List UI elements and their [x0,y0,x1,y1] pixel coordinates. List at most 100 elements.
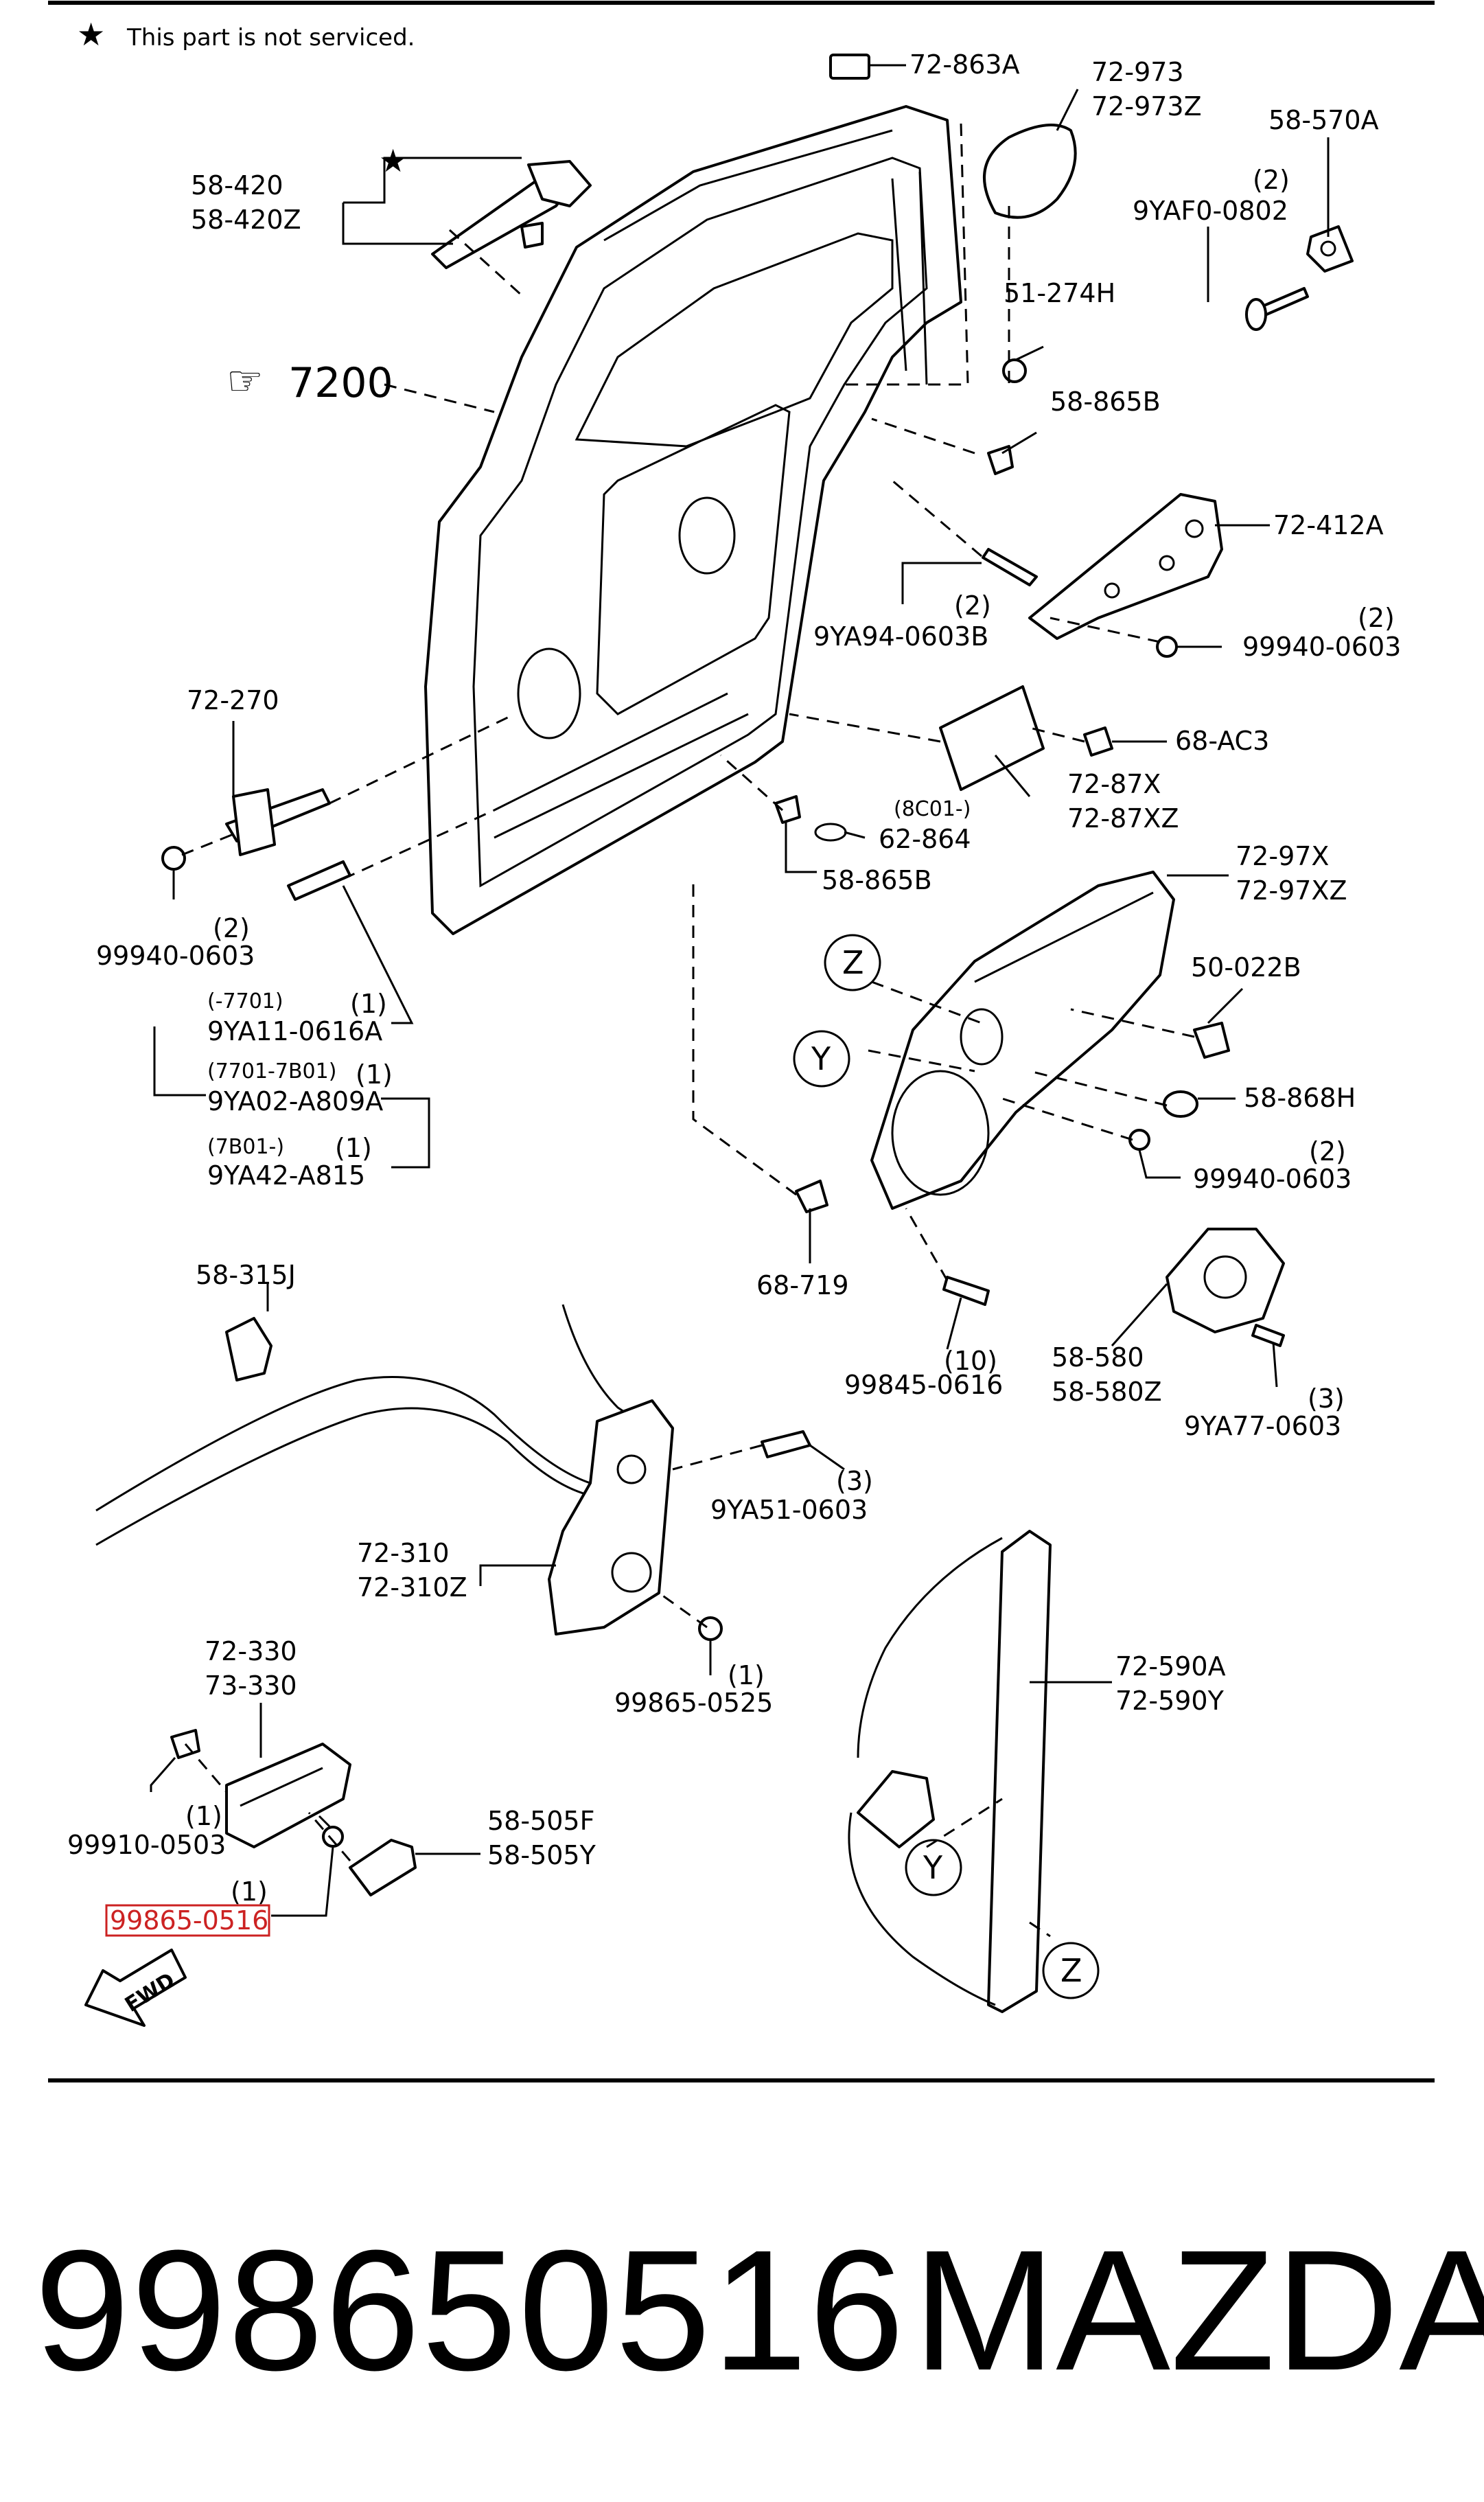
label-72-973: 72-973 [1091,57,1184,87]
label-9YA77-0603: 9YA77-0603 [1184,1411,1341,1441]
label-99940-0603-b: 99940-0603 [96,941,255,971]
mark-y-lower: Y [905,1839,962,1896]
label-58-505Y: 58-505Y [487,1840,596,1870]
leader-lines [150,64,1330,1917]
label-58-868H: 58-868H [1244,1083,1356,1113]
legend-star-icon: ★ [77,16,105,53]
ref-7200-line [384,383,495,413]
label-58-505F: 58-505F [487,1806,594,1836]
label-58-580: 58-580 [1052,1342,1144,1373]
label-7200: 7200 [288,359,393,407]
part-9YA51-bolt [761,1430,811,1458]
part-9YA94-bolt [982,548,1038,586]
label-9YA42-A815: 9YA42-A815 [207,1160,365,1191]
part-68-719-clip [795,1180,828,1213]
label-72-97X: 72-97X [1236,841,1329,871]
qty-9YA11: (1) [350,989,387,1019]
part-99940-0603-nut-b [161,846,186,871]
label-72-270: 72-270 [187,685,279,715]
label-73-330: 73-330 [205,1671,297,1701]
door-panel [424,105,962,935]
part-58-315J-clip [225,1317,273,1381]
part-72-863A-pad [829,54,870,80]
qty-9YA02: (1) [356,1059,393,1090]
label-51-274H: 51-274H [1004,278,1115,308]
part-58-505F-cap [349,1839,417,1896]
label-99940-0603-a: 99940-0603 [1242,632,1401,662]
part-62-864-ring [814,823,847,842]
mark-z-lower: Z [1042,1942,1100,1999]
part-58-570A-clip [1306,225,1354,273]
footer-brand: MAZDA [913,2214,1484,2406]
mark-y-upper: Y [793,1030,850,1088]
svg-text:Y: Y [811,1040,831,1077]
qty-9YA42: (1) [335,1133,372,1163]
qty-99865-0516: (1) [231,1876,268,1907]
label-72-412A: 72-412A [1273,510,1384,540]
range-7701-7B01: (7701-7B01) [207,1059,336,1083]
qty-9YA77: (3) [1308,1384,1345,1414]
part-58-865B-clip-a [987,445,1014,475]
exploded-parts-diagram: ★ This part is not serviced. [48,1,1435,2082]
part-72-412A-bracket [1028,493,1223,640]
part-99865-0516-screw [318,1815,344,1848]
part-99940-0603-nut-a [1156,636,1178,658]
label-9YAF0-0802: 9YAF0-0802 [1133,196,1288,226]
label-72-87XZ: 72-87XZ [1067,803,1179,834]
legend-note: This part is not serviced. [126,24,415,51]
part-9YAF0-0802-screw [1245,287,1309,331]
qty-99940-c: (2) [1309,1136,1346,1167]
label-72-87X: 72-87X [1067,769,1161,799]
label-68-AC3: 68-AC3 [1175,726,1269,756]
star-not-serviced-icon: ★ [379,142,407,179]
label-68-719: 68-719 [756,1270,849,1300]
label-99865-0525: 99865-0525 [614,1688,773,1718]
label-72-863A: 72-863A [909,49,1020,80]
part-72-590A-window-regulator [848,1530,1052,2013]
part-99940-0603-nut-c [1128,1129,1150,1151]
part-50-022B-clip [1193,1022,1230,1059]
label-58-865B-a: 58-865B [1050,387,1161,417]
part-9YA77-screw [1251,1324,1285,1347]
label-50-022B: 50-022B [1191,952,1301,983]
part-58-580-window-motor [1166,1228,1285,1333]
label-72-310Z: 72-310Z [357,1572,467,1603]
qty-99940-b: (2) [213,913,250,943]
highlight-box-99865-0516 [105,1904,270,1937]
label-72-590A: 72-590A [1115,1651,1226,1682]
qty-99865-0525: (1) [728,1660,765,1690]
part-9YA11-bolt [287,860,351,901]
part-68-AC3-clip [1083,726,1113,757]
label-58-420: 58-420 [191,170,283,200]
range-7B01: (7B01-) [207,1135,284,1159]
window-frame [603,129,928,385]
label-99910-0503: 99910-0503 [67,1830,226,1860]
footer-part-number: 998650516 [34,2214,906,2406]
label-9YA51-0603: 9YA51-0603 [710,1495,868,1525]
fwd-arrow-icon: FWD [84,1949,187,2027]
label-72-97XZ: 72-97XZ [1236,875,1347,906]
range-7701: (-7701) [207,989,283,1013]
part-58-420-outer-handle [431,160,592,269]
lock-cables [95,1304,639,1546]
label-99845-0616: 99845-0616 [844,1370,1003,1400]
ref-pointer-icon: ☞ [227,357,264,405]
label-58-580Z: 58-580Z [1052,1377,1162,1407]
label-72-590Y: 72-590Y [1115,1686,1225,1716]
part-99865-0525-screw [698,1616,723,1641]
qty-9YA51: (3) [836,1466,873,1496]
label-62-864: 62-864 [879,824,971,854]
part-72-270-door-checker [225,788,331,856]
part-72-330-inner-handle [225,1743,351,1848]
svg-text:Z: Z [842,944,864,981]
label-72-330: 72-330 [205,1636,297,1666]
qty-99910: (1) [185,1801,222,1831]
label-58-420Z: 58-420Z [191,205,301,235]
part-72-973-film [983,124,1077,219]
mark-z-upper: Z [824,934,881,991]
part-labels: 72-863A 72-973 72-973Z 58-570A 58-420 58… [67,49,1401,1937]
label-99865-0516: 99865-0516 [110,1905,268,1936]
qty-9YAF0: (2) [1253,165,1290,195]
qty-9YA94: (2) [954,590,991,621]
label-58-315J: 58-315J [196,1260,296,1290]
